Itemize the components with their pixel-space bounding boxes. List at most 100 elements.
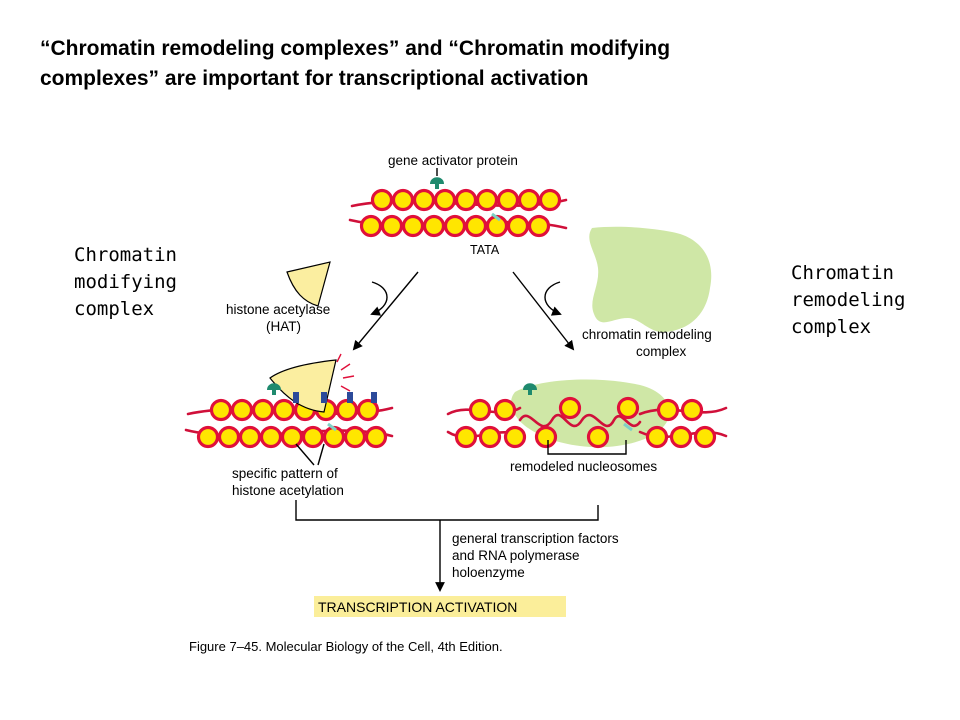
nucleosome [645, 425, 669, 449]
remodel-label-line-2: complex [636, 344, 687, 359]
left-label-line-1: Chromatin [74, 244, 177, 266]
nucleosome [238, 425, 262, 449]
nucleosome [669, 425, 693, 449]
nucleosome [586, 425, 610, 449]
arrow-to-acetylation [352, 271, 419, 351]
nucleosome [475, 188, 499, 212]
acetylation-label-line-1: specific pattern of [232, 466, 338, 481]
tata-box-mark [623, 422, 633, 432]
nucleosome [280, 425, 304, 449]
hat-label-line-2: (HAT) [266, 319, 301, 334]
nucleosome [503, 425, 527, 449]
activation-box [314, 596, 566, 617]
title-line-1: “Chromatin remodeling complexes” and “Ch… [40, 37, 671, 60]
chromatin-remodeling-complex-shape [589, 226, 712, 333]
nucleosome [558, 396, 582, 420]
tata-box-mark [327, 422, 337, 432]
nucleosome [380, 214, 404, 238]
gene-activator-protein-top [430, 177, 444, 189]
nucleosome [496, 188, 520, 212]
gtf-label-line-2: and RNA polymerase [452, 548, 580, 563]
acetyl-tag [347, 392, 353, 403]
chromatin-remodeling-label: Chromatin remodeling complex [791, 260, 905, 341]
gene-activator-protein-left [267, 383, 281, 395]
nucleosome [656, 398, 680, 422]
left-label-line-2: modifying [74, 271, 177, 293]
nucleosome [616, 396, 640, 420]
nucleosome [443, 214, 467, 238]
gtf-label-line-1: general transcription factors [452, 531, 619, 546]
nucleosome [493, 398, 517, 422]
nucleosome [422, 214, 446, 238]
figure-caption: Figure 7–45. Molecular Biology of the Ce… [189, 639, 503, 654]
nucleosome [391, 188, 415, 212]
nucleosome [230, 398, 254, 422]
nucleosome [343, 425, 367, 449]
nucleosome [412, 188, 436, 212]
gene-activator-protein-right-head [523, 383, 537, 390]
nucleosome [272, 398, 296, 422]
histone-acetylase-shape [286, 261, 331, 307]
gene-activator-protein-right-stem [528, 389, 532, 395]
acetyl-tag [321, 392, 327, 403]
remodeled-bracket [547, 440, 627, 455]
nucleosome [506, 214, 530, 238]
nucleosome [401, 214, 425, 238]
remodeler-curved-arrow [544, 281, 562, 316]
nucleosome-arrays [184, 188, 728, 449]
nucleosome [359, 214, 383, 238]
bound-histone-acetylase-shape [269, 359, 337, 413]
gene-activator-protein-right [523, 383, 537, 395]
tata-box-mark [491, 212, 501, 222]
nucleosome [534, 425, 558, 449]
acetyl-pointer-1 [295, 443, 315, 466]
title-line-2: complexes” are important for transcripti… [40, 67, 589, 90]
right-label-line-3: complex [791, 316, 872, 338]
acetylation-label-line-2: histone acetylation [232, 483, 344, 498]
hat-label-line-1: histone acetylase [226, 302, 330, 317]
nucleosome [356, 398, 380, 422]
hat-curved-arrow [370, 281, 388, 316]
nucleosome [527, 214, 551, 238]
nucleosome [454, 425, 478, 449]
nucleosome [478, 425, 502, 449]
acetyl-tag [293, 392, 299, 403]
nucleosome [209, 398, 233, 422]
gene-activator-protein-left-stem [272, 389, 276, 395]
gene-activator-proteins [267, 177, 537, 395]
nucleosome [433, 188, 457, 212]
nucleosome [370, 188, 394, 212]
chromatin-modifying-label: Chromatin modifying complex [74, 242, 177, 323]
gtf-label-line-3: holoenzyme [452, 565, 525, 580]
nucleosome [301, 425, 325, 449]
nucleosome [217, 425, 241, 449]
nucleosome [517, 188, 541, 212]
nucleosome [680, 398, 704, 422]
remodeled-dna-loop [518, 413, 642, 428]
nucleosome [538, 188, 562, 212]
pathway-arrows [295, 168, 627, 592]
nucleosome [335, 398, 359, 422]
nucleosome [251, 398, 275, 422]
slide-title: “Chromatin remodeling complexes” and “Ch… [40, 34, 920, 94]
gene-activator-protein-top-head [430, 177, 444, 184]
remodel-label-line-1: chromatin remodeling [582, 327, 712, 342]
left-label-line-3: complex [74, 298, 155, 320]
nucleosome [454, 188, 478, 212]
nucleosome [259, 425, 283, 449]
acetylation-activity-marks [336, 353, 355, 392]
gene-activator-protein-top-stem [435, 183, 439, 189]
tata-label: TATA [470, 243, 500, 257]
nucleosome [693, 425, 717, 449]
acetyl-pointer-2 [317, 443, 325, 466]
arrow-to-remodeling [512, 271, 575, 351]
right-label-line-2: remodeling [791, 289, 906, 311]
remodeled-nucleosomes-label: remodeled nucleosomes [510, 459, 657, 474]
gene-activator-protein-left-head [267, 383, 281, 390]
nucleosome [464, 214, 488, 238]
nucleosome [468, 398, 492, 422]
merge-connector [295, 500, 599, 521]
nucleosome [196, 425, 220, 449]
right-label-line-1: Chromatin [791, 262, 894, 284]
